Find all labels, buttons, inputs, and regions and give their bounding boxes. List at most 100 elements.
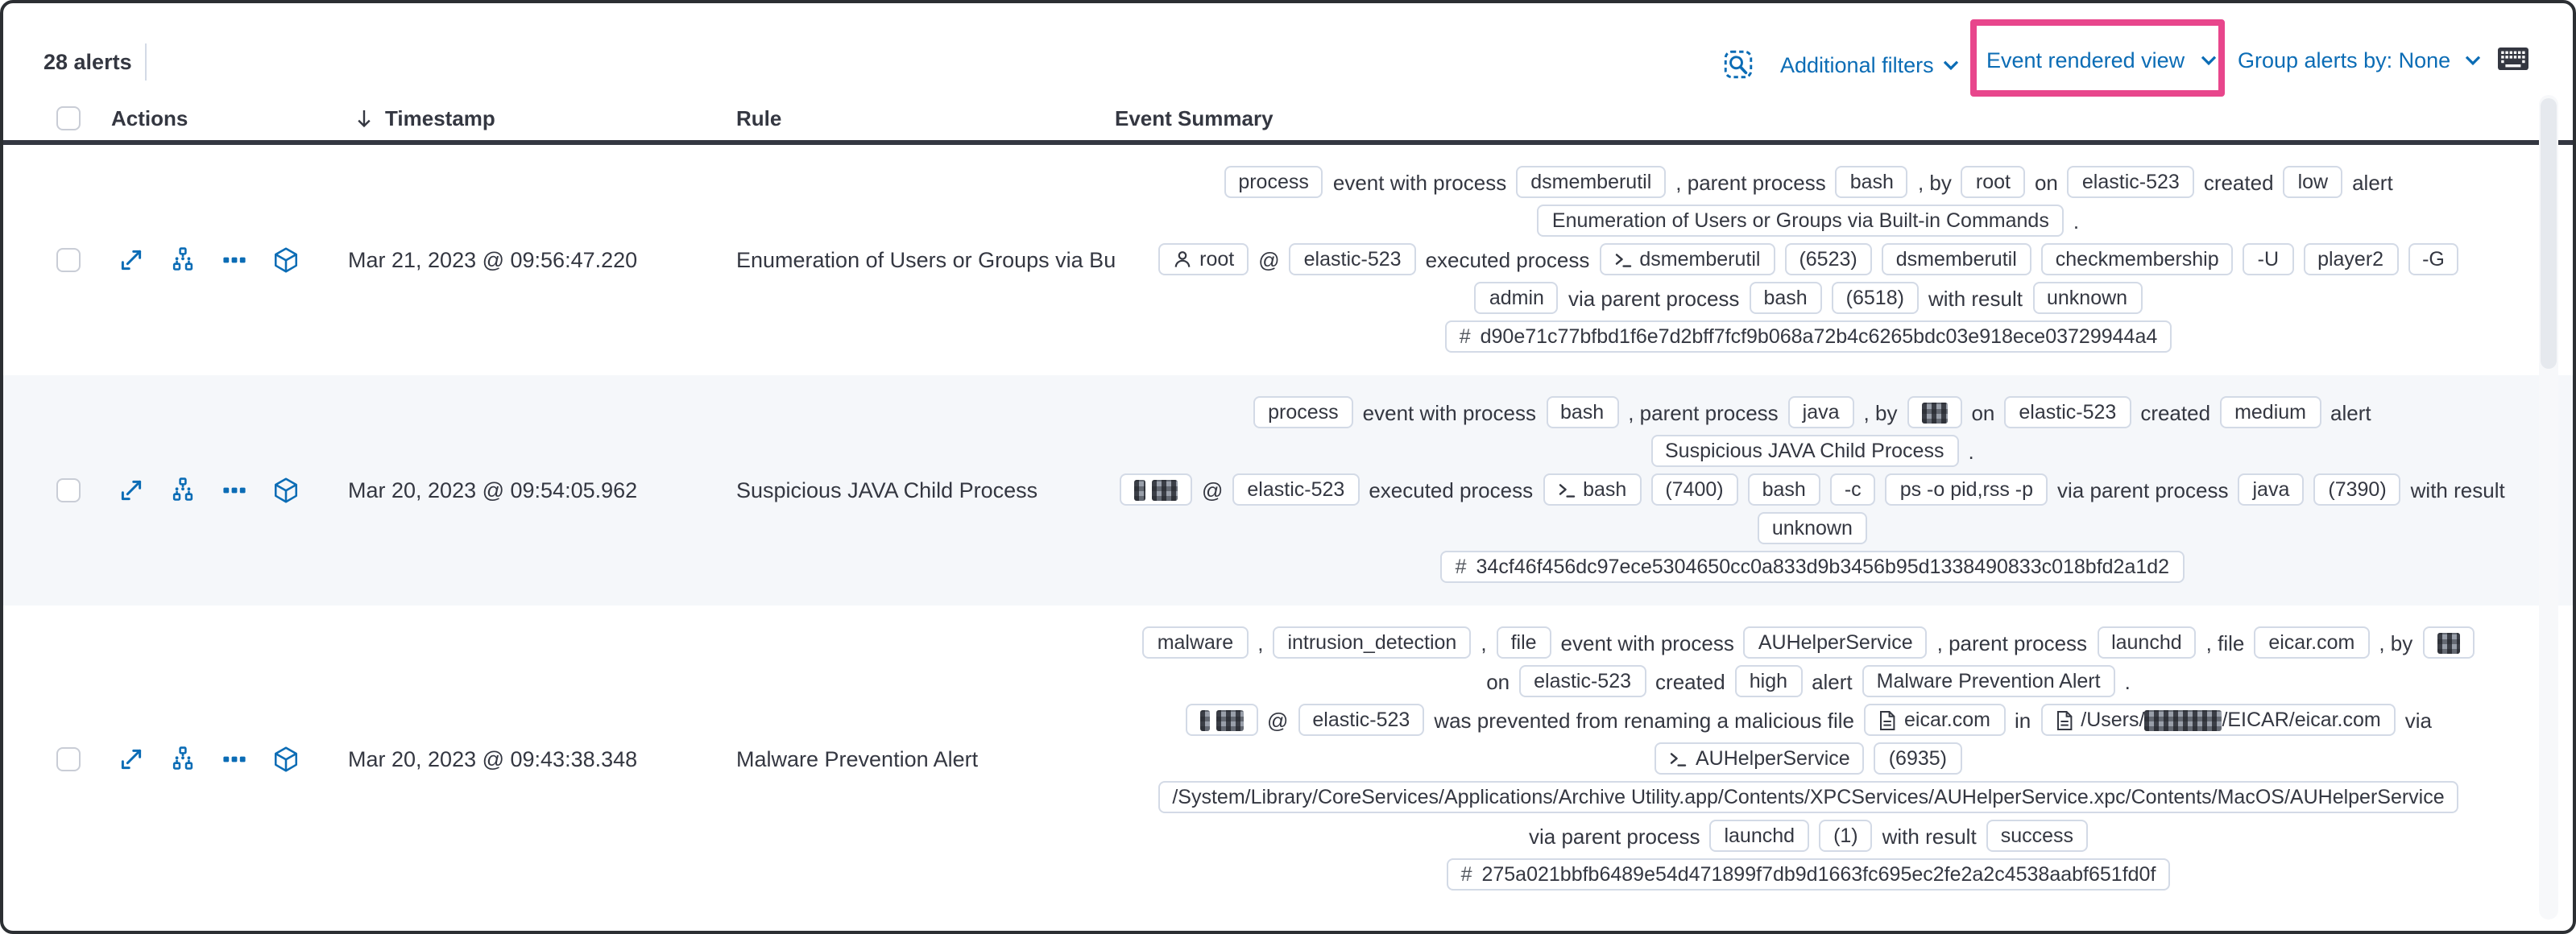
additional-filters-button[interactable]: Additional filters	[1780, 52, 1960, 76]
event-summary-line: Enumeration of Users or Groups via Built…	[1533, 201, 2084, 240]
row-checkbox[interactable]	[56, 746, 81, 771]
event-badge[interactable]: process	[1253, 396, 1353, 428]
event-badge[interactable]: launchd	[1709, 820, 1810, 852]
event-badge[interactable]: (6935)	[1874, 742, 1961, 775]
open-alert-details-icon[interactable]	[118, 246, 145, 273]
hash-prefix: #	[1460, 863, 1472, 886]
event-badge[interactable]: (6523)	[1784, 243, 1872, 275]
keyboard-icon[interactable]	[2497, 47, 2529, 71]
summary-text: ,	[1257, 630, 1264, 655]
event-badge[interactable]: (1)	[1819, 820, 1873, 852]
open-session-view-icon[interactable]	[272, 745, 300, 772]
annotation-highlight-box	[1970, 19, 2225, 97]
event-badge[interactable]: bash	[1749, 282, 1822, 314]
event-badge[interactable]: eicar.com	[2254, 626, 2370, 659]
open-session-view-icon[interactable]	[272, 476, 300, 503]
event-badge[interactable]: bash	[1835, 166, 1908, 198]
summary-text: .	[2124, 669, 2131, 693]
event-badge[interactable]: medium	[2220, 396, 2321, 428]
event-rendered-view-button[interactable]: Event rendered view	[1986, 48, 2217, 72]
event-badge[interactable]: launchd	[2097, 626, 2197, 659]
event-badge[interactable]: intrusion_detection	[1273, 626, 1472, 659]
open-session-view-icon[interactable]	[272, 246, 300, 273]
redacted-text	[1134, 479, 1145, 500]
event-badge[interactable]: file	[1496, 626, 1551, 659]
event-badge[interactable]: -U	[2243, 243, 2294, 275]
event-badge[interactable]: unknown	[1757, 512, 1867, 544]
event-badge[interactable]: elastic-523	[1289, 243, 1416, 275]
event-badge[interactable]: unknown	[2032, 282, 2143, 314]
analyze-event-icon[interactable]	[169, 246, 197, 273]
event-badge[interactable]	[2422, 626, 2475, 659]
event-badge[interactable]	[1120, 473, 1192, 506]
event-badge[interactable]: #34cf46f456dc97ece5304650cc0a833d9b3456b…	[1440, 551, 2185, 583]
event-badge[interactable]: admin	[1474, 282, 1559, 314]
event-badge[interactable]: elastic-523	[1298, 704, 1425, 736]
event-badge[interactable]: (7400)	[1650, 473, 1738, 506]
group-alerts-by-button[interactable]: Group alerts by: None	[2238, 48, 2481, 72]
row-checkbox[interactable]	[56, 477, 81, 502]
analyze-event-icon[interactable]	[169, 476, 197, 503]
select-all-checkbox[interactable]	[56, 105, 81, 130]
event-badge[interactable]: bash	[1543, 473, 1642, 506]
event-badge[interactable]: ps -o pid,rss -p	[1885, 473, 2048, 506]
event-badge[interactable]: dsmemberutil	[1516, 166, 1667, 198]
event-badge[interactable]: #275a021bbfb6489e54d471899f7db9d1663fc69…	[1446, 858, 2171, 891]
event-badge[interactable]: Enumeration of Users or Groups via Built…	[1537, 205, 2064, 237]
event-badge[interactable]: -c	[1829, 473, 1876, 506]
event-badge[interactable]: (6518)	[1831, 282, 1919, 314]
event-badge[interactable]: (7390)	[2313, 473, 2401, 506]
event-badge[interactable]: elastic-523	[1519, 665, 1646, 697]
more-actions-icon[interactable]	[221, 476, 248, 503]
more-actions-icon[interactable]	[221, 745, 248, 772]
event-badge[interactable]: elastic-523	[1232, 473, 1360, 506]
event-badge[interactable]: java	[1787, 396, 1854, 428]
event-badge[interactable]: player2	[2303, 243, 2399, 275]
event-badge[interactable]	[1185, 704, 1257, 736]
event-badge[interactable]: /System/Library/CoreServices/Application…	[1158, 781, 2459, 813]
vertical-scrollbar[interactable]	[2539, 95, 2558, 920]
open-alert-details-icon[interactable]	[118, 476, 145, 503]
event-badge[interactable]: high	[1734, 665, 1803, 697]
event-badge[interactable]: Suspicious JAVA Child Process	[1650, 435, 1959, 467]
summary-text: event with process	[1560, 630, 1734, 655]
more-actions-icon[interactable]	[221, 246, 248, 273]
event-badge[interactable]: root	[1961, 166, 2025, 198]
event-badge[interactable]: elastic-523	[2067, 166, 2194, 198]
column-header-timestamp[interactable]: Timestamp	[348, 105, 736, 130]
event-badge[interactable]	[1907, 396, 1962, 428]
hash-prefix: #	[1455, 556, 1467, 578]
event-badge[interactable]: eicar.com	[1864, 704, 2005, 736]
event-badge[interactable]: /Users//EICAR/eicar.com	[2040, 704, 2396, 736]
event-badge[interactable]: Malware Prevention Alert	[1862, 665, 2115, 697]
event-badge[interactable]: bash	[1747, 473, 1820, 506]
event-badge[interactable]: elastic-523	[2004, 396, 2131, 428]
inspect-icon[interactable]	[1724, 50, 1753, 79]
additional-filters-label: Additional filters	[1780, 52, 1934, 76]
open-alert-details-icon[interactable]	[118, 745, 145, 772]
event-badge[interactable]: dsmemberutil	[1881, 243, 2031, 275]
event-badge[interactable]: #d90e71c77bfbd1f6e7d2bff7fcf9b068a72b4c6…	[1444, 320, 2172, 353]
event-badge[interactable]: AUHelperService	[1655, 742, 1865, 775]
event-badge[interactable]: -G	[2408, 243, 2459, 275]
summary-text: , by	[1863, 400, 1898, 424]
event-badge[interactable]: root	[1158, 243, 1249, 275]
analyze-event-icon[interactable]	[169, 745, 197, 772]
event-badge[interactable]: bash	[1546, 396, 1619, 428]
row-checkbox[interactable]	[56, 247, 81, 271]
event-badge[interactable]: process	[1224, 166, 1323, 198]
event-badge[interactable]: success	[1986, 820, 2088, 852]
summary-text: with result	[1882, 824, 1977, 848]
event-badge[interactable]: java	[2238, 473, 2305, 506]
summary-text: @	[1202, 477, 1224, 502]
event-badge[interactable]: low	[2283, 166, 2343, 198]
event-badge[interactable]: AUHelperService	[1743, 626, 1928, 659]
event-badge[interactable]: checkmembership	[2040, 243, 2234, 275]
scrollbar-thumb[interactable]	[2541, 98, 2557, 369]
event-badge[interactable]: malware	[1142, 626, 1249, 659]
event-badge[interactable]: dsmemberutil	[1599, 243, 1775, 275]
